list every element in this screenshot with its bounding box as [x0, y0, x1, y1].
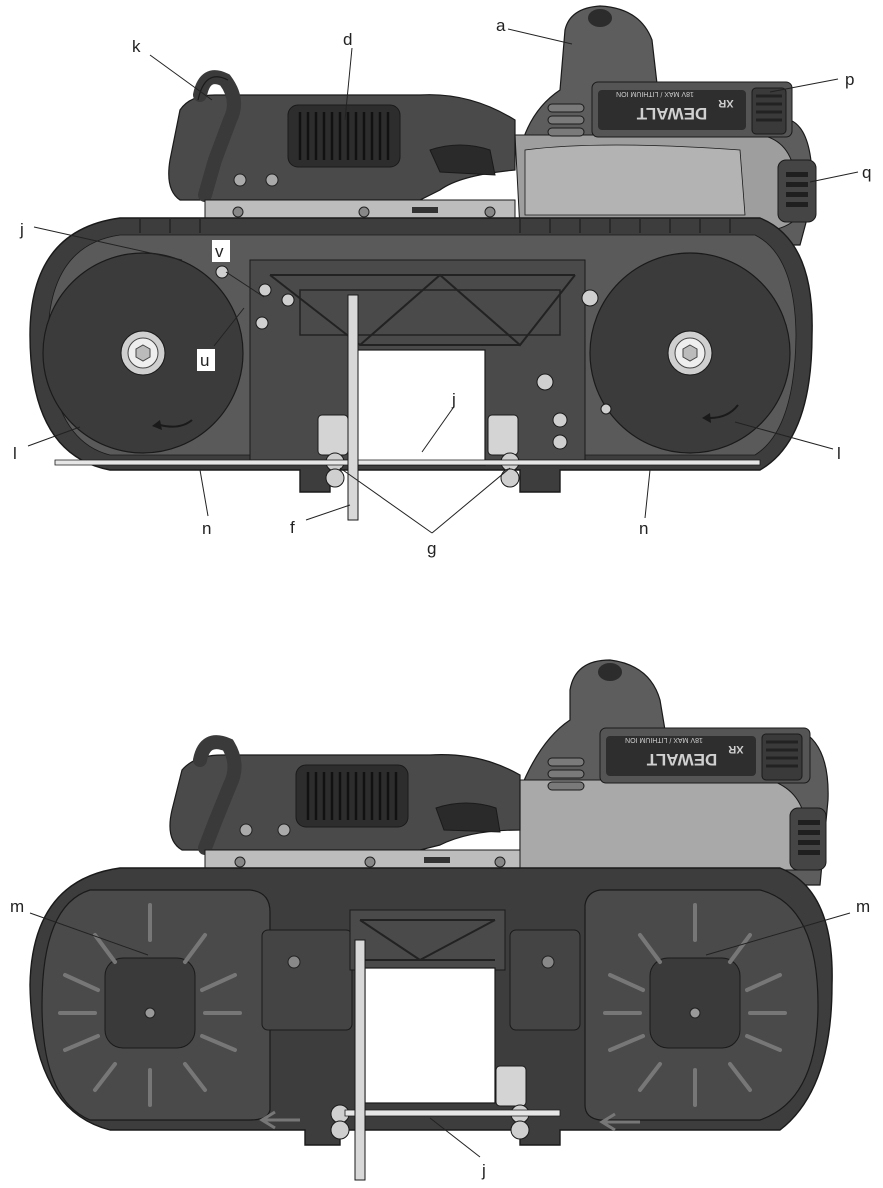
- label-v: v: [215, 242, 224, 261]
- label-a: a: [496, 16, 506, 35]
- cooling-fins: [547, 103, 585, 137]
- battery-release-grip: [756, 94, 782, 122]
- blade-shoe: [347, 294, 359, 521]
- label-f: f: [290, 518, 295, 537]
- battery-badge: XR: [718, 97, 733, 109]
- rear-handle: [169, 735, 585, 855]
- vent-slots: [786, 172, 808, 207]
- battery-badge: XR: [728, 743, 743, 755]
- callout-lines: [29, 912, 851, 1158]
- label-n-right: n: [639, 519, 648, 538]
- blade-guides: [317, 414, 520, 488]
- label-p: p: [845, 70, 854, 89]
- blade-guides: [330, 1065, 530, 1140]
- top-view-saw: DEWALT XR 18V MAX / LITHIUM ION: [13, 5, 871, 558]
- rotation-arrow-icon: [159, 419, 193, 428]
- battery-rating: 18V MAX / LITHIUM ION: [616, 90, 694, 97]
- frame-center: [261, 909, 581, 1104]
- tread-ribs: [139, 219, 731, 233]
- callout-lines: [27, 28, 859, 534]
- label-n-left: n: [202, 519, 211, 538]
- label-u: u: [200, 351, 209, 370]
- grip-ribs: [298, 112, 390, 160]
- battery-brand: DEWALT: [646, 750, 717, 769]
- label-j-blade: j: [451, 390, 456, 409]
- label-l-right: l: [837, 444, 841, 463]
- label-g: g: [427, 539, 436, 558]
- blade-shoe: [354, 939, 366, 1181]
- saw-blade: [54, 459, 761, 466]
- direction-arrow-icon: [599, 1112, 640, 1132]
- bottom-view-saw: DEWALT XR 18V MAX / LITHIUM ION: [10, 659, 870, 1181]
- battery-pack: DEWALT XR 18V MAX / LITHIUM ION: [591, 81, 793, 138]
- label-k: k: [132, 37, 141, 56]
- label-l-left: l: [13, 444, 17, 463]
- label-m-right: m: [856, 897, 870, 916]
- saw-blade: [344, 1109, 561, 1117]
- direction-arrow-icon: [259, 1110, 300, 1130]
- label-j-bottom: j: [481, 1161, 486, 1180]
- right-wheel-cover: [584, 889, 819, 1132]
- label-q: q: [862, 163, 871, 182]
- label-d: d: [343, 30, 352, 49]
- battery-pack: DEWALT XR 18V MAX / LITHIUM ION: [599, 727, 811, 784]
- vent-slots: [798, 820, 820, 855]
- left-wheel: [42, 252, 244, 454]
- label-m-left: m: [10, 897, 24, 916]
- label-j-top: j: [19, 220, 24, 239]
- battery-rating: 18V MAX / LITHIUM ION: [625, 736, 703, 743]
- screws: [215, 265, 612, 450]
- battery-brand: DEWALT: [636, 104, 707, 123]
- left-wheel-cover: [41, 889, 300, 1130]
- right-wheel: [589, 252, 791, 454]
- grip-ribs: [306, 772, 398, 820]
- rear-handle: [168, 9, 612, 202]
- battery-release-grip: [766, 740, 798, 768]
- rotation-arrow-icon: [709, 404, 739, 419]
- cooling-fins: [547, 757, 585, 791]
